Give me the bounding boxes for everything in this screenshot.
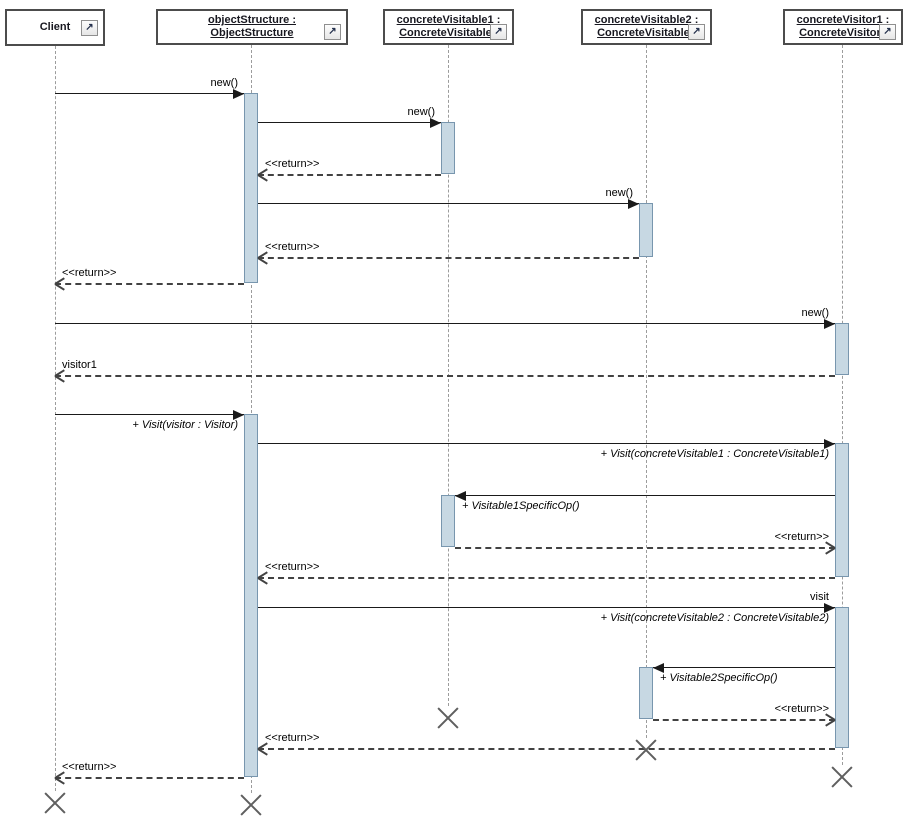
arrowhead-solid — [824, 319, 835, 329]
message-call-line — [55, 323, 835, 324]
arrowhead-solid — [824, 439, 835, 449]
object-box-concreteVisitor1[interactable]: concreteVisitor1 :ConcreteVisitor1↗ — [783, 9, 903, 45]
object-name: concreteVisitable2 :ConcreteVisitable2 — [583, 14, 710, 40]
activation-bar-concreteVisitable2 — [639, 667, 653, 719]
message-return-line — [258, 257, 639, 259]
arrowhead-solid — [824, 603, 835, 613]
activation-bar-concreteVisitor1 — [835, 323, 849, 375]
message-return-line — [653, 719, 835, 721]
object-name-line: concreteVisitable1 : — [396, 14, 501, 26]
message-return-line — [55, 283, 244, 285]
message-call-line — [55, 414, 244, 415]
open-link-icon[interactable]: ↗ — [81, 19, 98, 36]
destroy-cross-objectStructure — [239, 793, 263, 817]
activation-bar-concreteVisitable2 — [639, 203, 653, 257]
lifeline-client — [55, 46, 56, 791]
message-label: new() — [605, 187, 633, 199]
open-link-icon[interactable]: ↗ — [490, 24, 507, 40]
message-label: + Visit(visitor : Visitor) — [132, 419, 238, 431]
object-name: concreteVisitor1 :ConcreteVisitor1 — [785, 14, 901, 40]
arrowhead-solid — [628, 199, 639, 209]
message-call-line — [258, 203, 639, 204]
open-link-icon[interactable]: ↗ — [879, 24, 896, 40]
activation-bar-objectStructure — [244, 93, 258, 283]
message-label: <<return>> — [62, 267, 117, 279]
open-link-icon[interactable]: ↗ — [324, 24, 341, 40]
activation-bar-concreteVisitable1 — [441, 495, 455, 547]
message-label: <<return>> — [62, 761, 117, 773]
activation-bar-objectStructure — [244, 414, 258, 777]
message-label: <<return>> — [774, 703, 829, 715]
object-box-concreteVisitable2[interactable]: concreteVisitable2 :ConcreteVisitable2↗ — [581, 9, 712, 45]
arrowhead-solid — [430, 118, 441, 128]
lifeline-concreteVisitable2 — [646, 45, 647, 738]
object-name-line: ConcreteVisitor1 — [799, 27, 887, 39]
message-call-line — [55, 93, 244, 94]
object-box-concreteVisitable1[interactable]: concreteVisitable1 :ConcreteVisitable1↗ — [383, 9, 514, 45]
message-label: + Visit(concreteVisitable2 : ConcreteVis… — [600, 612, 829, 624]
message-label: + Visitable1SpecificOp() — [462, 500, 580, 512]
object-name-line: concreteVisitor1 : — [796, 14, 890, 26]
object-name-line: Client — [39, 21, 71, 33]
object-name-line: ObjectStructure — [210, 27, 294, 39]
message-label: + Visitable2SpecificOp() — [660, 672, 778, 684]
message-label: <<return>> — [265, 158, 320, 170]
message-label: <<return>> — [265, 241, 320, 253]
object-name: objectStructure :ObjectStructure — [158, 14, 346, 40]
message-return-line — [258, 577, 835, 579]
object-box-client[interactable]: Client ↗ — [5, 9, 105, 46]
message-label: visitor1 — [62, 359, 97, 371]
message-return-line — [258, 174, 441, 176]
message-return-line — [455, 547, 835, 549]
destroy-cross-concreteVisitable2 — [634, 738, 658, 762]
message-return-line — [258, 748, 835, 750]
object-name: concreteVisitable1 :ConcreteVisitable1 — [385, 14, 512, 40]
message-label: visit — [810, 591, 829, 603]
activation-bar-concreteVisitor1 — [835, 443, 849, 577]
object-name-line: ConcreteVisitable2 — [597, 27, 696, 39]
message-call-line — [258, 122, 441, 123]
object-name: Client — [7, 21, 103, 34]
message-call-line — [455, 495, 835, 496]
object-name-line: objectStructure : — [207, 14, 296, 26]
destroy-cross-concreteVisitable1 — [436, 706, 460, 730]
message-label: new() — [407, 106, 435, 118]
object-name-line: ConcreteVisitable1 — [399, 27, 498, 39]
object-name-line: concreteVisitable2 : — [594, 14, 699, 26]
message-call-line — [653, 667, 835, 668]
message-label: new() — [210, 77, 238, 89]
arrowhead-solid — [653, 663, 664, 673]
arrowhead-solid — [233, 89, 244, 99]
message-label: new() — [801, 307, 829, 319]
open-link-icon[interactable]: ↗ — [688, 24, 705, 40]
message-label: + Visit(concreteVisitable1 : ConcreteVis… — [600, 448, 829, 460]
destroy-cross-concreteVisitor1 — [830, 765, 854, 789]
lifeline-concreteVisitor1 — [842, 45, 843, 765]
message-call-line — [258, 443, 835, 444]
message-label: <<return>> — [265, 561, 320, 573]
destroy-cross-client — [43, 791, 67, 815]
message-call-line — [258, 607, 835, 608]
object-box-objectStructure[interactable]: objectStructure :ObjectStructure↗ — [156, 9, 348, 45]
arrowhead-solid — [233, 410, 244, 420]
message-return-line — [55, 777, 244, 779]
message-return-line — [55, 375, 835, 377]
arrowhead-solid — [455, 491, 466, 501]
activation-bar-concreteVisitable1 — [441, 122, 455, 174]
activation-bar-concreteVisitor1 — [835, 607, 849, 748]
message-label: <<return>> — [265, 732, 320, 744]
message-label: <<return>> — [774, 531, 829, 543]
